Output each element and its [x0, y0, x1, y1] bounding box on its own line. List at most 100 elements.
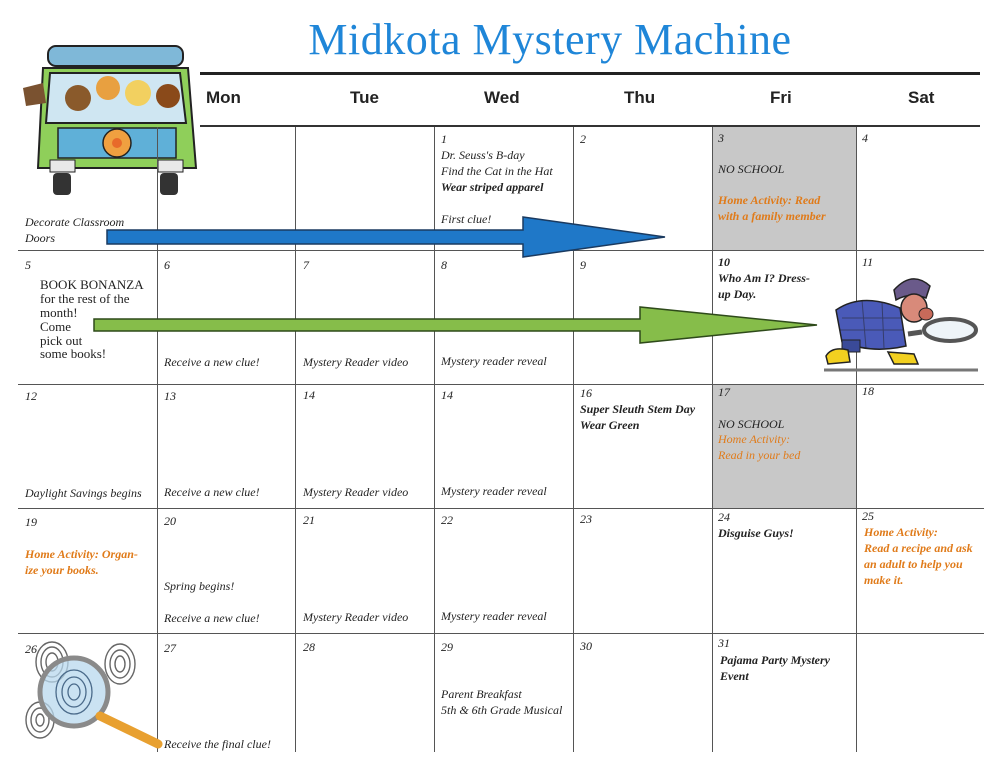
- cell-text: Mystery Reader video: [303, 610, 409, 624]
- grid-col-line: [573, 127, 574, 752]
- grid-row-line: [18, 508, 984, 509]
- cell-text: Wear Green: [580, 418, 640, 432]
- date-number: 5: [25, 258, 31, 272]
- cell-text: make it.: [864, 573, 904, 587]
- grid-col-line: [295, 127, 296, 752]
- date-number: 28: [303, 640, 315, 654]
- cell-text: Wear striped apparel: [441, 180, 544, 194]
- cell-text: 5th & 6th Grade Musical: [441, 703, 563, 717]
- cell-text: month!: [40, 305, 78, 320]
- date-number: 11: [862, 255, 874, 269]
- cell-text: Home Activity:: [718, 432, 791, 446]
- cell-text: Receive a new clue!: [164, 355, 260, 369]
- date-number: 31: [718, 636, 730, 650]
- day-header-sat: Sat: [908, 88, 935, 107]
- date-number: 14: [441, 388, 453, 402]
- cell-text: Who Am I? Dress-: [718, 271, 810, 285]
- cell-text: Receive a new clue!: [164, 485, 260, 499]
- date-number: 20: [164, 514, 176, 528]
- date-number: 9: [580, 258, 586, 272]
- date-number: 14: [303, 388, 315, 402]
- cell-text: Super Sleuth Stem Day: [580, 402, 696, 416]
- date-number: 27: [164, 641, 176, 655]
- cell-text: First clue!: [441, 212, 492, 226]
- header-top-rule: [200, 72, 980, 75]
- cell-text: Find the Cat in the Hat: [441, 164, 553, 178]
- grid-col-line: [712, 127, 713, 752]
- day-header-fri: Fri: [770, 88, 792, 107]
- cell-text: some books!: [40, 346, 107, 361]
- cell-text: Mystery reader reveal: [441, 484, 547, 498]
- date-number: 3: [718, 131, 724, 145]
- date-number: 13: [164, 389, 176, 403]
- cell-text: Home Activity: Organ-: [25, 547, 138, 561]
- cell-text: NO SCHOOL: [718, 162, 785, 176]
- cell-text: Parent Breakfast: [441, 687, 522, 701]
- grid-col-line: [434, 127, 435, 752]
- green-arrow-icon: [93, 306, 818, 344]
- grid-col-line: [856, 127, 857, 752]
- cell-text: Event: [720, 669, 749, 683]
- date-number: 8: [441, 258, 447, 272]
- cell-text: with a family member: [718, 209, 826, 223]
- cell-text: Dr. Seuss's B-day: [441, 148, 525, 162]
- cell-text: Disguise Guys!: [718, 526, 794, 540]
- cell-text: Come: [40, 319, 72, 334]
- cell-text: Home Activity:: [864, 525, 938, 539]
- date-number: 21: [303, 513, 315, 527]
- cell-text: Read in your bed: [718, 448, 801, 462]
- date-number: 24: [718, 510, 730, 524]
- date-number: 12: [25, 389, 37, 403]
- cell-text: Doors: [25, 231, 56, 245]
- cell-text: NO SCHOOL: [718, 417, 785, 431]
- cell-text: Spring begins!: [164, 579, 235, 593]
- cell-text: ize your books.: [25, 563, 99, 577]
- cell-text: BOOK BONANZA: [40, 277, 144, 292]
- cell-text: up Day.: [718, 287, 757, 301]
- cell-text: Daylight Savings begins: [25, 486, 142, 500]
- cell-text: Read a recipe and ask: [864, 541, 973, 555]
- date-number: 25: [862, 509, 874, 523]
- cell-text: Mystery reader reveal: [441, 354, 547, 368]
- calendar-title: Midkota Mystery Machine: [308, 15, 792, 64]
- cell-text: Mystery Reader video: [303, 485, 409, 499]
- no-school-cell-3: [712, 127, 856, 250]
- mystery-van-icon: [23, 45, 198, 195]
- blue-arrow-icon: [106, 216, 666, 258]
- date-number: 26: [25, 642, 37, 656]
- grid-row-line: [18, 250, 984, 251]
- cell-text: Pajama Party Mystery: [720, 653, 830, 667]
- date-number: 29: [441, 640, 453, 654]
- grid-row-line: [18, 633, 984, 634]
- day-header-wed: Wed: [484, 88, 520, 107]
- date-number: 18: [862, 384, 874, 398]
- no-school-cell-17: [712, 384, 856, 508]
- magnifying-glass-icon: [25, 641, 163, 749]
- grid-row-line: [18, 384, 984, 385]
- cell-text: Receive the final clue!: [164, 737, 271, 751]
- date-number: 2: [580, 132, 586, 146]
- cell-text: pick out: [40, 333, 83, 348]
- date-number: 7: [303, 258, 309, 272]
- cell-text: Receive a new clue!: [164, 611, 260, 625]
- date-number: 23: [580, 512, 592, 526]
- date-number: 17: [718, 385, 730, 399]
- date-number: 6: [164, 258, 170, 272]
- grid-col-line: [157, 127, 158, 752]
- detective-icon: [824, 278, 978, 372]
- header-bottom-rule: [200, 125, 980, 127]
- date-number: 30: [580, 639, 592, 653]
- date-number: 22: [441, 513, 453, 527]
- date-number: 1: [441, 132, 447, 146]
- cell-text: Decorate Classroom: [25, 215, 125, 229]
- date-number: 19: [25, 515, 37, 529]
- day-header-tue: Tue: [350, 88, 379, 107]
- cell-text: Mystery Reader video: [303, 355, 409, 369]
- date-number: 16: [580, 386, 592, 400]
- date-number: 10: [718, 255, 730, 269]
- cell-text: Home Activity: Read: [718, 193, 821, 207]
- date-number: 4: [862, 131, 868, 145]
- day-header-thu: Thu: [624, 88, 656, 107]
- cell-text: an adult to help you: [864, 557, 963, 571]
- day-header-mon: Mon: [206, 88, 241, 107]
